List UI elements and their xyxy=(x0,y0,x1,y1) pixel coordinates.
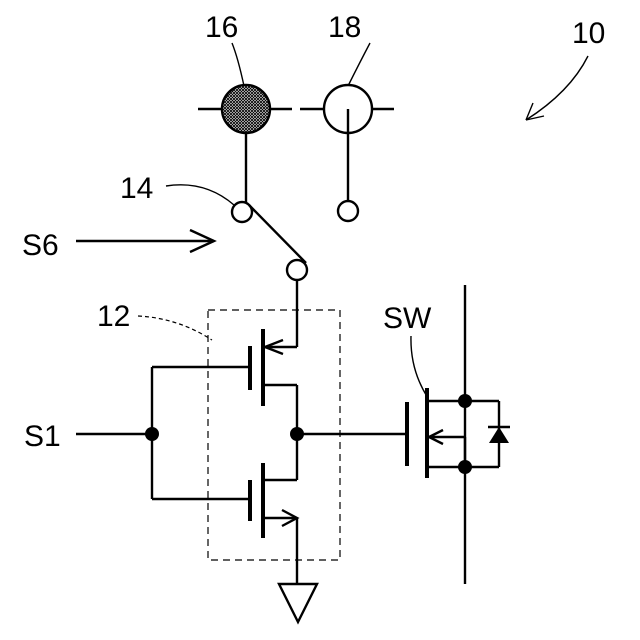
s1-input-wiring xyxy=(76,367,250,499)
label-s1: S1 xyxy=(24,420,61,453)
leader-12 xyxy=(138,316,212,340)
leader-18 xyxy=(348,43,370,86)
lower-transistor xyxy=(250,434,297,584)
label-s6: S6 xyxy=(22,229,59,262)
label-16: 16 xyxy=(205,11,238,44)
driver-output xyxy=(290,427,405,441)
label-10: 10 xyxy=(572,17,605,50)
device-pointer-arrow xyxy=(526,56,588,120)
ground-icon xyxy=(279,584,317,622)
label-14: 14 xyxy=(120,172,153,205)
upper-transistor xyxy=(250,329,297,434)
leader-14 xyxy=(166,185,234,205)
label-sw: SW xyxy=(383,302,432,335)
lamp-16-icon xyxy=(198,85,292,202)
leader-16 xyxy=(232,43,244,86)
selector-switch-14 xyxy=(232,202,307,347)
lamp-18-icon xyxy=(300,85,394,221)
s6-arrow-icon xyxy=(76,230,214,252)
label-12: 12 xyxy=(97,300,130,333)
label-18: 18 xyxy=(328,11,361,44)
